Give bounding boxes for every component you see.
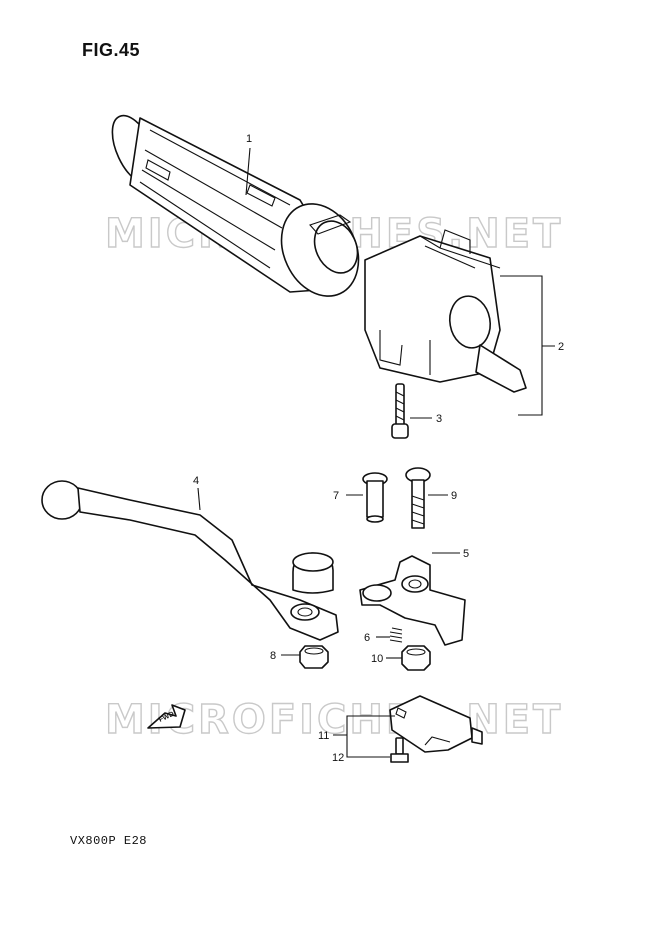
- spring-part-6: [389, 627, 403, 643]
- part-label-10: 10: [371, 653, 383, 665]
- model-code: VX800P E28: [70, 834, 148, 848]
- brake-lever-part: [41, 480, 339, 641]
- screw-part-3: [391, 383, 409, 439]
- switch-housing-part: [364, 229, 527, 393]
- part-label-9: 9: [451, 490, 457, 502]
- part-label-7: 7: [333, 490, 339, 502]
- brake-switch-part-11: [389, 695, 483, 753]
- screw-part-9: [405, 467, 431, 529]
- part-label-2: 2: [558, 341, 564, 353]
- part-label-4: 4: [193, 475, 199, 487]
- part-label-6: 6: [364, 632, 370, 644]
- pivot-bolt-part-7: [362, 472, 388, 523]
- part-label-5: 5: [463, 548, 469, 560]
- nut-part-10: [401, 645, 431, 671]
- nut-part-8: [299, 645, 329, 669]
- figure-title: FIG.45: [82, 40, 141, 60]
- part-label-3: 3: [436, 413, 442, 425]
- bracket-part-5: [359, 555, 466, 646]
- part-label-1: 1: [246, 133, 252, 145]
- fwd-arrow: FWD: [147, 704, 186, 729]
- part-label-8: 8: [270, 650, 276, 662]
- part-label-12: 12: [332, 752, 344, 764]
- grip-part: [111, 114, 360, 297]
- part-label-11: 11: [318, 730, 329, 742]
- screw-part-12: [390, 737, 409, 763]
